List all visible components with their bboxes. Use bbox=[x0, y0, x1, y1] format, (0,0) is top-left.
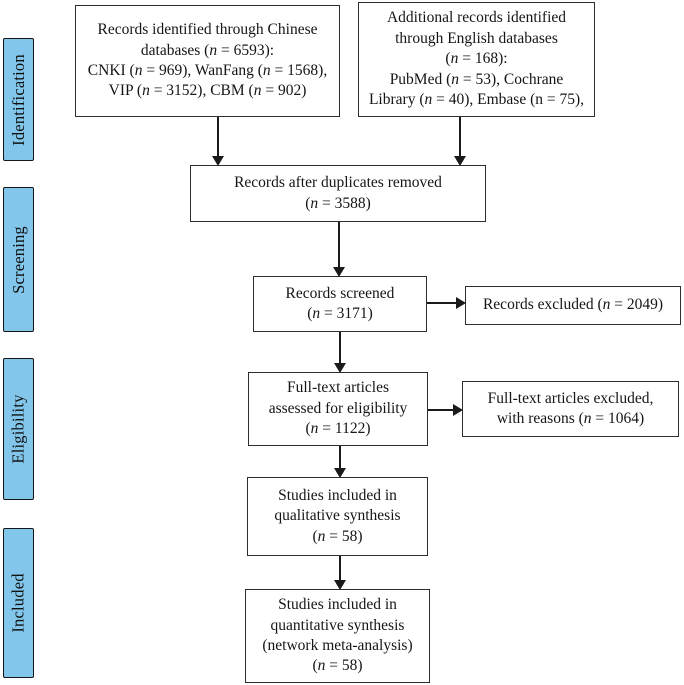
box-quantitative-synthesis-text: Studies included in quantitative synthes… bbox=[262, 596, 413, 675]
stage-label-eligibility: Eligibility bbox=[3, 358, 34, 500]
stage-label-screening: Screening bbox=[3, 187, 34, 332]
box-records-english-databases: Additional records identified through En… bbox=[358, 2, 595, 117]
box-records-after-duplicates-removed: Records after duplicates removed (n = 35… bbox=[190, 165, 486, 222]
arrow-down-icon bbox=[334, 446, 346, 478]
arrow-down-icon bbox=[334, 556, 346, 590]
arrow-right-icon bbox=[427, 297, 466, 309]
box-records-chinese-databases-text: Records identified through Chinese datab… bbox=[87, 21, 328, 100]
box-quantitative-synthesis: Studies included in quantitative synthes… bbox=[245, 589, 430, 683]
stage-label-screening-text: Screening bbox=[8, 225, 28, 294]
stage-label-included: Included bbox=[3, 528, 34, 678]
box-records-screened-text: Records screened (n = 3171) bbox=[285, 284, 395, 322]
arrow-down-icon bbox=[212, 117, 224, 166]
box-fulltext-assessed-text: Full-text articles assessed for eligibil… bbox=[268, 379, 408, 438]
box-qualitative-synthesis: Studies included in qualitative synthesi… bbox=[247, 477, 428, 556]
stage-label-included-text: Included bbox=[8, 573, 28, 633]
box-records-english-databases-text: Additional records identified through En… bbox=[368, 9, 585, 109]
stage-label-identification: Identification bbox=[3, 38, 34, 161]
box-fulltext-excluded-text: Full-text articles excluded, with reason… bbox=[487, 389, 654, 427]
box-records-excluded: Records excluded (n = 2049) bbox=[465, 286, 681, 325]
box-records-chinese-databases: Records identified through Chinese datab… bbox=[75, 5, 340, 117]
arrow-down-icon bbox=[454, 117, 466, 166]
box-qualitative-synthesis-text: Studies included in qualitative synthesi… bbox=[274, 486, 401, 545]
arrow-right-icon bbox=[428, 404, 463, 416]
arrow-down-icon bbox=[333, 222, 345, 277]
stage-label-identification-text: Identification bbox=[8, 53, 28, 146]
stage-label-eligibility-text: Eligibility bbox=[8, 394, 28, 464]
box-fulltext-excluded: Full-text articles excluded, with reason… bbox=[462, 381, 679, 437]
box-records-screened: Records screened (n = 3171) bbox=[253, 276, 427, 332]
box-records-excluded-text: Records excluded (n = 2049) bbox=[482, 296, 664, 314]
box-records-after-duplicates-removed-text: Records after duplicates removed (n = 35… bbox=[234, 174, 442, 212]
arrow-down-icon bbox=[334, 332, 346, 373]
box-fulltext-assessed: Full-text articles assessed for eligibil… bbox=[248, 372, 428, 446]
